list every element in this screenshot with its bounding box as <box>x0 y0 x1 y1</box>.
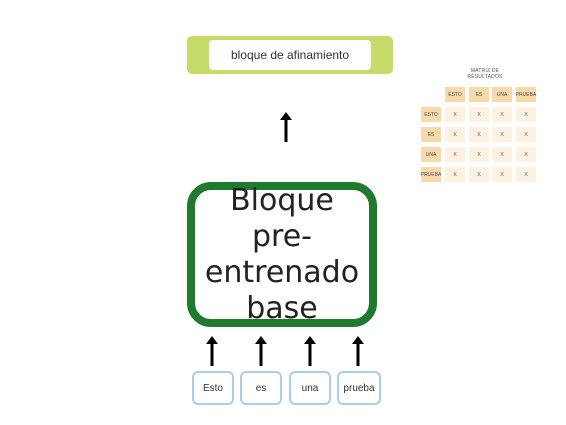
matrix-title: MATRIZ DE RESULTADOS <box>440 68 530 80</box>
matrix-cell: X <box>469 167 489 182</box>
matrix-cell: X <box>445 107 465 122</box>
up-arrow-token-1 <box>206 336 218 366</box>
up-arrow-token-3 <box>304 336 316 366</box>
fine-tuning-block: bloque de afinamiento <box>187 36 393 74</box>
token-box: una <box>289 371 331 405</box>
token-box: es <box>240 371 282 405</box>
matrix-cell: X <box>469 107 489 122</box>
matrix-cell: X <box>492 147 512 162</box>
matrix-cell: X <box>445 127 465 142</box>
matrix-title-line-2: RESULTADOS <box>467 74 503 80</box>
matrix-title-line-1: MATRIZ DE <box>470 68 500 74</box>
up-arrow-token-2 <box>255 336 267 366</box>
up-arrow-token-4 <box>352 336 364 366</box>
matrix-cell: X <box>492 107 512 122</box>
matrix-cell: X <box>445 167 465 182</box>
matrix-col-header: ESTO <box>445 87 465 102</box>
matrix-cell: X <box>445 147 465 162</box>
matrix-col-header: ES <box>469 87 489 102</box>
fine-tuning-label: bloque de afinamiento <box>209 40 371 70</box>
matrix-row-header: PRUEBA <box>421 167 441 182</box>
matrix-col-header: UNA <box>492 87 512 102</box>
matrix-col-header: PRUEBA <box>516 87 536 102</box>
matrix-cell: X <box>516 107 536 122</box>
matrix-cell: X <box>516 167 536 182</box>
pretrained-base-label: Bloque pre-entrenado base <box>204 182 360 326</box>
matrix-cell: X <box>516 147 536 162</box>
matrix-row-header: ES <box>421 127 441 142</box>
token-box: Esto <box>192 371 234 405</box>
matrix-cell: X <box>469 127 489 142</box>
matrix-cell: X <box>516 127 536 142</box>
matrix-cell: X <box>492 167 512 182</box>
matrix-cell: X <box>469 147 489 162</box>
up-arrow-to-fine-tuning <box>280 112 292 142</box>
pretrained-base-block: Bloque pre-entrenado base <box>187 182 377 327</box>
matrix-row-header: UNA <box>421 147 441 162</box>
matrix-row-header: ESTO <box>421 107 441 122</box>
token-box: prueba <box>337 371 381 405</box>
matrix-cell: X <box>492 127 512 142</box>
